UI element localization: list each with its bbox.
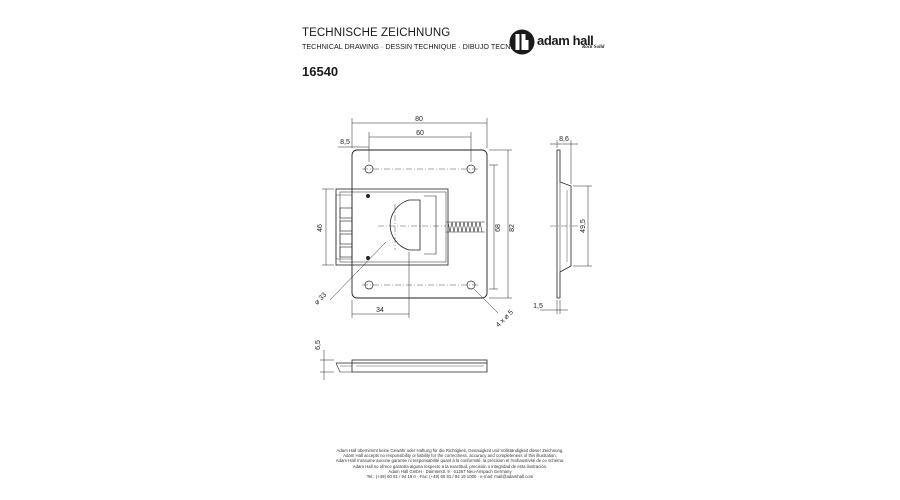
- dim-bottom-view-height: 6,5: [315, 340, 322, 350]
- logo-wordmark: adam hall: [537, 33, 594, 48]
- drawing-subtitle: TECHNICAL DRAWING · DESSIN TECHNIQUE · D…: [302, 42, 524, 51]
- dim-left-offset: 8,5: [340, 139, 350, 146]
- dim-material-thickness: 1,5: [533, 303, 543, 310]
- dim-cutout-diameter: ⌀ 33: [314, 291, 329, 306]
- footer-line: Adam Hall no ofrece garantía alguna resp…: [352, 463, 548, 469]
- front-view-dimensions: [322, 118, 512, 318]
- side-view-dimensions: [540, 140, 592, 314]
- part-number: 16540: [302, 64, 339, 79]
- bottom-view-dimensions: [320, 350, 334, 380]
- dim-hole-spacing: 60: [416, 130, 424, 137]
- footer-line: Adam Hall übernimmt keine Gewähr oder Ha…: [336, 448, 564, 453]
- footer-line: Adam Hall GmbH · Daimlerstr. 9 · 61267 N…: [388, 468, 512, 474]
- bottom-view: [335, 359, 488, 373]
- dim-slot-height: 46: [317, 224, 324, 232]
- dim-bottom-offset: 34: [376, 307, 384, 314]
- dim-height-inner: 68: [495, 224, 502, 232]
- drawing-title: TECHNISCHE ZEICHNUNG: [302, 27, 451, 39]
- adam-hall-ah-logo-icon: [509, 29, 535, 55]
- dim-height-overall: 82: [509, 224, 516, 232]
- front-view-plate: [335, 149, 488, 299]
- dim-side-depth: 8,6: [559, 136, 569, 143]
- logo-tagline: Rock Solid: [582, 45, 605, 50]
- footer-line: Tel.: (+49) 60 81 / 94 19 0 · Fax: (+49)…: [366, 474, 534, 480]
- side-view: [550, 149, 578, 299]
- dim-holes: 4 x ⌀ 5: [495, 309, 515, 329]
- disclaimer-footer: Adam Hall übernimmt keine Gewähr oder Ha…: [250, 448, 650, 479]
- dim-side-height: 49,5: [580, 219, 587, 233]
- spring: [446, 221, 485, 233]
- footer-line: Adam Hall accepts no responsibility or l…: [343, 453, 557, 459]
- dim-overall-width: 80: [415, 116, 423, 123]
- footer-line: Adam Hall n'assume aucune garantie ni re…: [335, 458, 565, 464]
